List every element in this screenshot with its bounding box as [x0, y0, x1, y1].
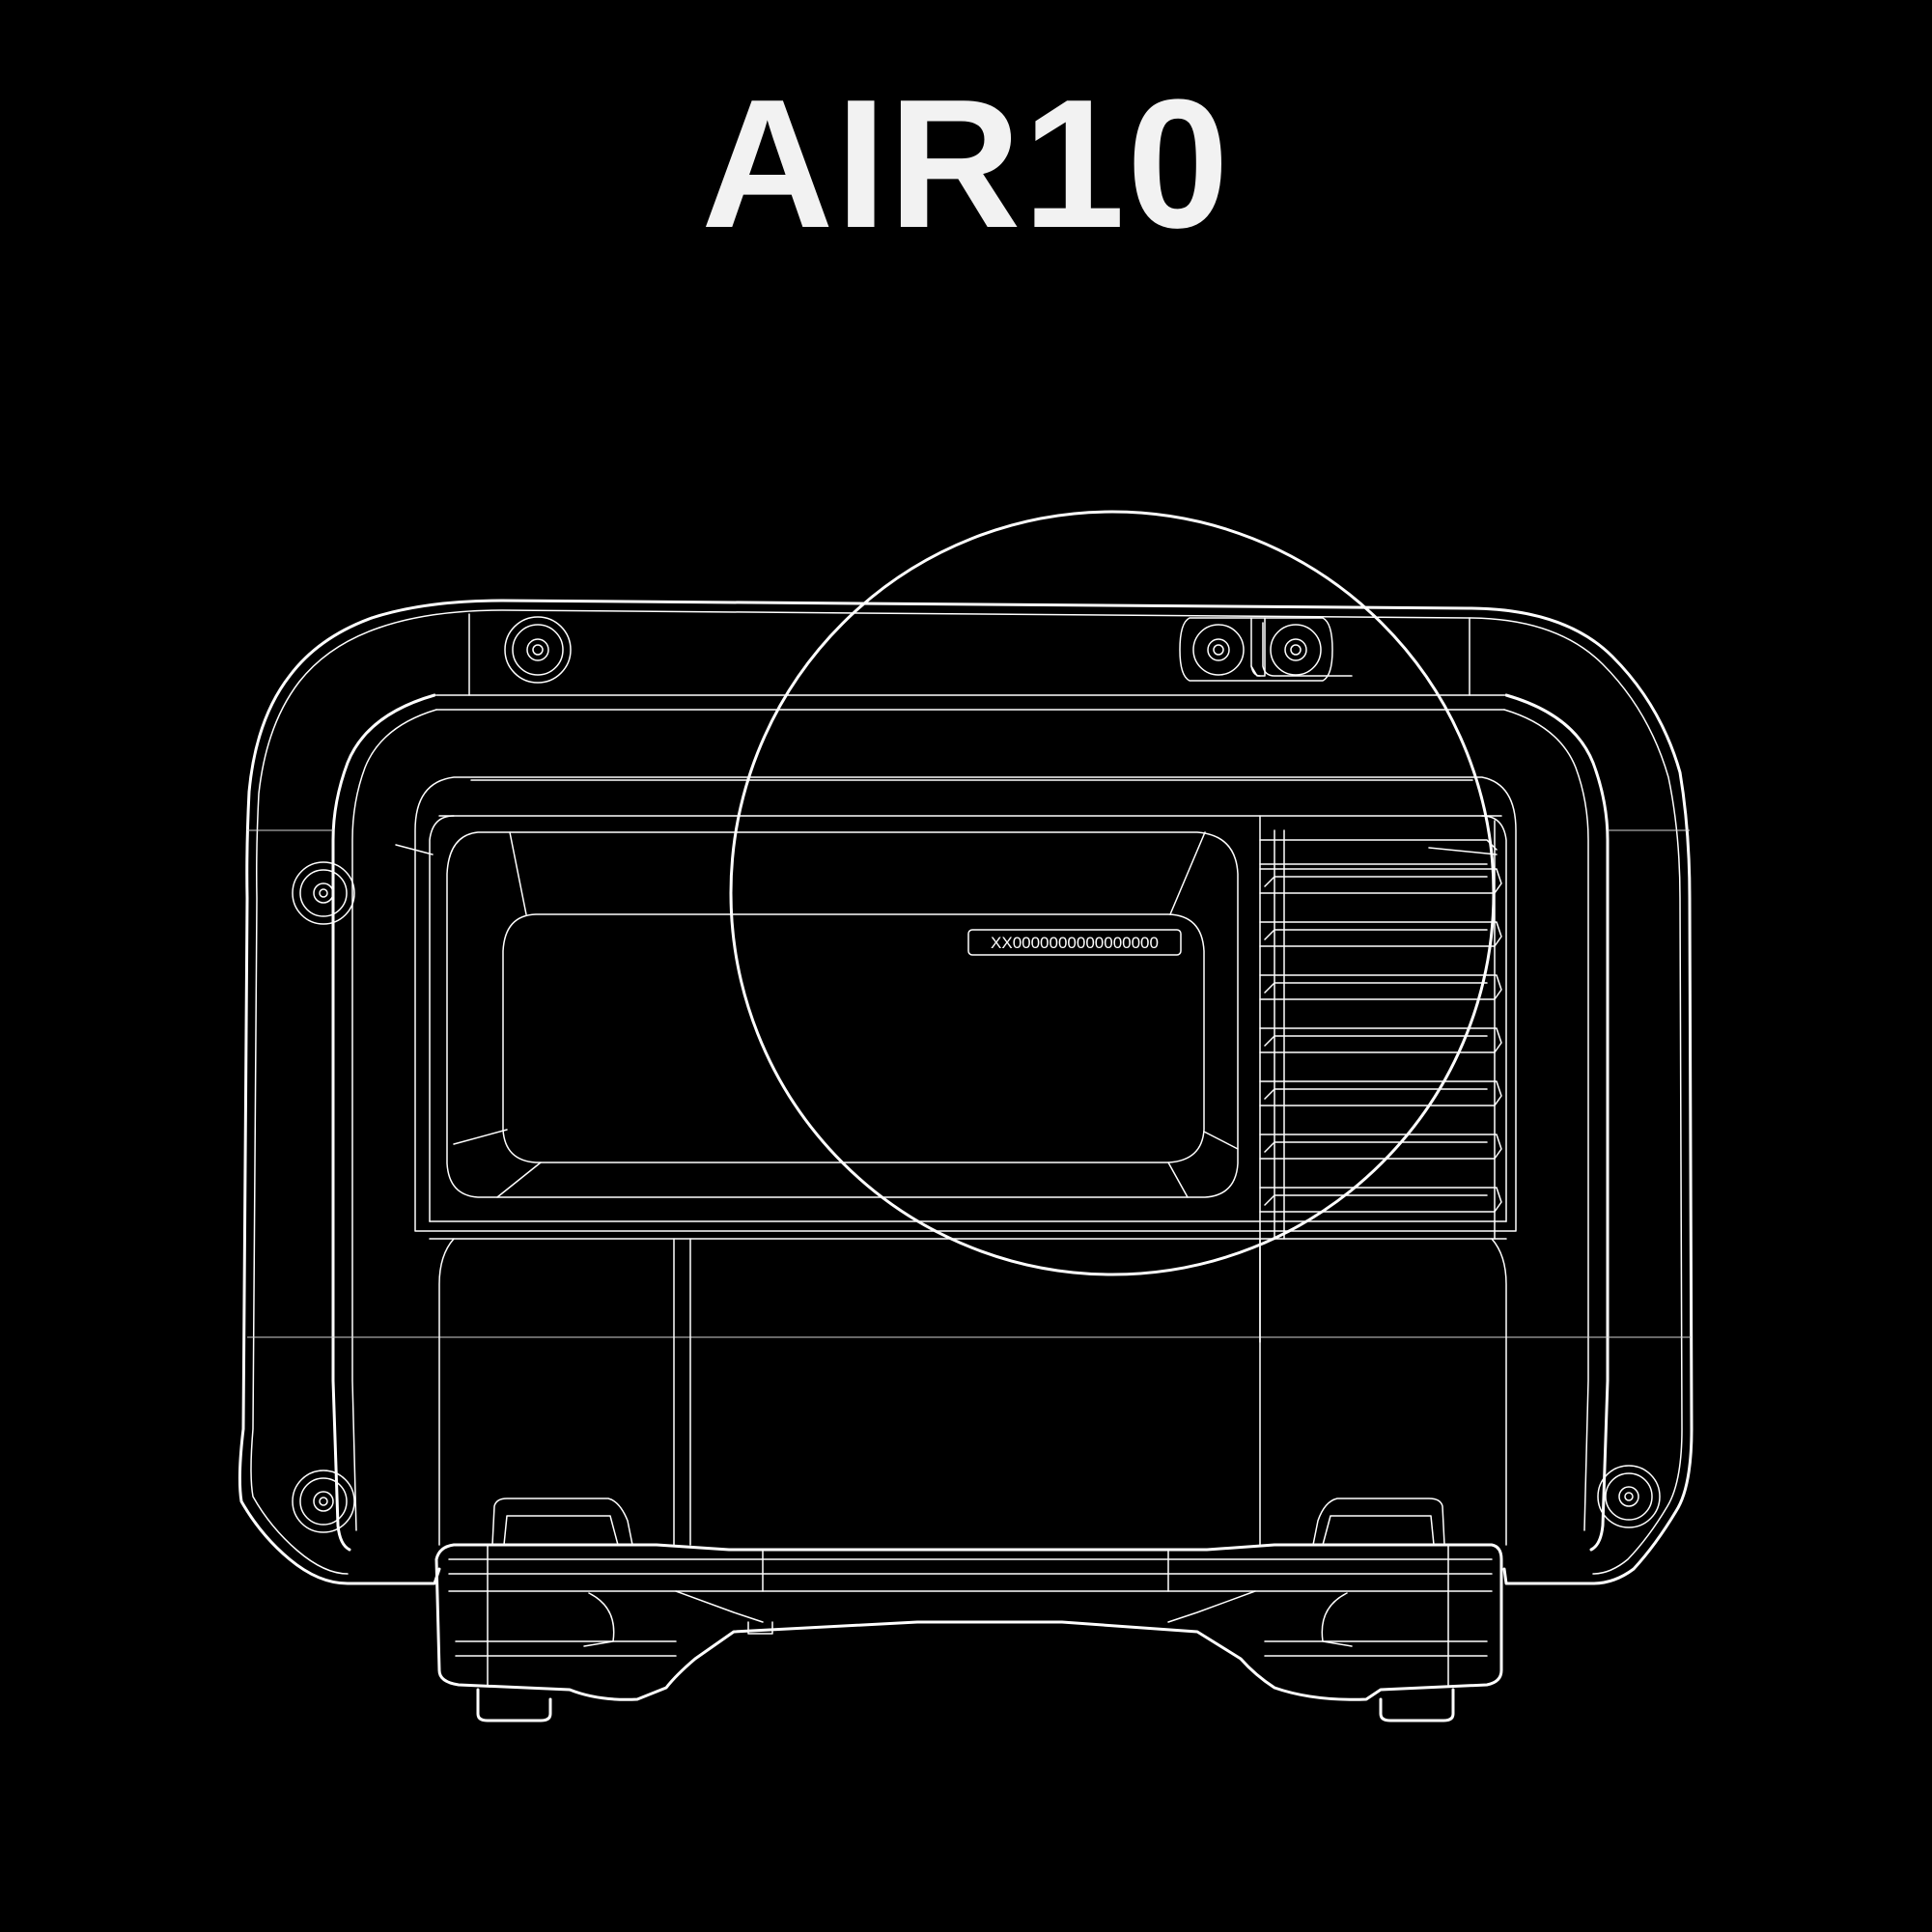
lower-body [438, 1238, 1507, 1546]
vent-grille [1250, 617, 1502, 1343]
screw-left-bottom-icon [292, 1470, 355, 1533]
screw-top-right-b-icon [1179, 617, 1333, 682]
screw-right-bottom-icon [1597, 1465, 1661, 1528]
serial-number-plate [967, 929, 1182, 956]
base-stand [434, 1498, 1503, 1722]
magnifier-circle-icon [729, 510, 1496, 1276]
serial-number-text: XX0000000000000000 [991, 934, 1159, 952]
product-title: AIR10 [701, 62, 1231, 266]
screw-left-middle-icon [292, 861, 355, 925]
screw-top-right-a-icon [1192, 624, 1245, 676]
display-recess: XX0000000000000000 [395, 776, 1517, 1240]
housing-outline [238, 599, 1694, 1585]
screw-top-left-icon [504, 616, 572, 684]
